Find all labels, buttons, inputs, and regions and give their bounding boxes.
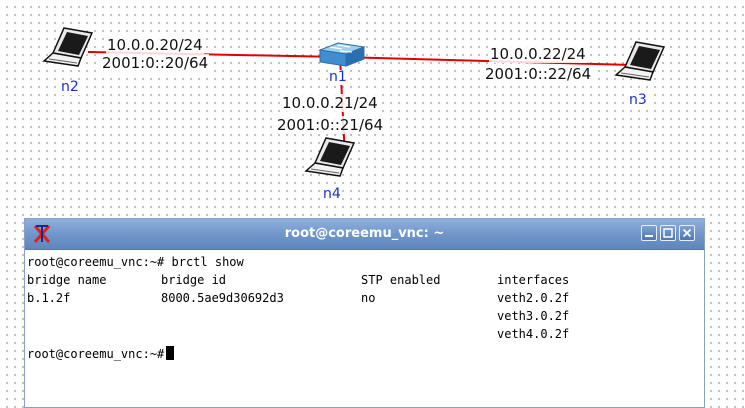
maximize-button[interactable] [660, 225, 676, 241]
node-n3-label: n3 [628, 92, 648, 108]
col-header-stp: STP enabled [361, 273, 441, 287]
bridge-name-value: b.1.2f [27, 291, 71, 305]
link-n1-n3[interactable] [339, 56, 633, 66]
terminal-prompt: root@coreemu_vnc:~# [27, 347, 165, 361]
col-header-bridge-name: bridge name [27, 273, 107, 287]
link-n3-ipv6-label: 2001:0::22/64 [484, 65, 593, 83]
node-n3[interactable] [612, 38, 670, 92]
minimize-button[interactable] [641, 225, 657, 241]
laptop-icon [42, 27, 94, 67]
terminal-prompt-line[interactable]: root@coreemu_vnc:~# [27, 345, 175, 363]
laptop-icon [304, 137, 356, 177]
node-n2-label: n2 [60, 79, 80, 95]
terminal-output[interactable]: root@coreemu_vnc:~# brctl show bridge na… [27, 253, 702, 407]
link-n2-ipv6-label: 2001:0::20/64 [101, 54, 210, 72]
node-n1[interactable] [316, 40, 368, 76]
terminal-window[interactable]: root@coreemu_vnc: ~ root@coreemu_vnc:~# … [24, 218, 705, 408]
link-n4-ipv6-label: 2001:0::21/64 [276, 116, 385, 134]
node-n1-label: n1 [328, 69, 348, 85]
interface-value: veth3.0.2f [497, 309, 570, 323]
bridge-id-value: 8000.5ae9d30692d3 [161, 291, 284, 305]
close-icon [682, 228, 692, 238]
terminal-titlebar[interactable]: root@coreemu_vnc: ~ [25, 219, 704, 250]
interface-value: veth2.0.2f [497, 291, 570, 305]
stp-value: no [361, 291, 376, 305]
link-n2-ipv4-label: 10.0.0.20/24 [106, 36, 204, 54]
interface-value: veth4.0.2f [497, 327, 570, 341]
laptop-icon [614, 41, 666, 81]
col-header-bridge-id: bridge id [161, 273, 227, 287]
close-button[interactable] [679, 225, 695, 241]
terminal-title: root@coreemu_vnc: ~ [284, 226, 445, 241]
link-n4-ipv4-label: 10.0.0.21/24 [281, 94, 379, 112]
switch-icon [318, 42, 366, 67]
maximize-icon [663, 228, 673, 238]
col-header-interfaces: interfaces [497, 273, 570, 287]
node-n2[interactable] [40, 24, 98, 78]
link-n3-ipv4-label: 10.0.0.22/24 [489, 45, 587, 63]
node-n4-label: n4 [322, 186, 342, 202]
text-cursor [166, 346, 175, 360]
xterm-icon [33, 225, 51, 243]
minimize-icon [645, 235, 653, 237]
terminal-command-line: root@coreemu_vnc:~# brctl show [27, 255, 244, 269]
node-n4[interactable] [302, 134, 360, 188]
